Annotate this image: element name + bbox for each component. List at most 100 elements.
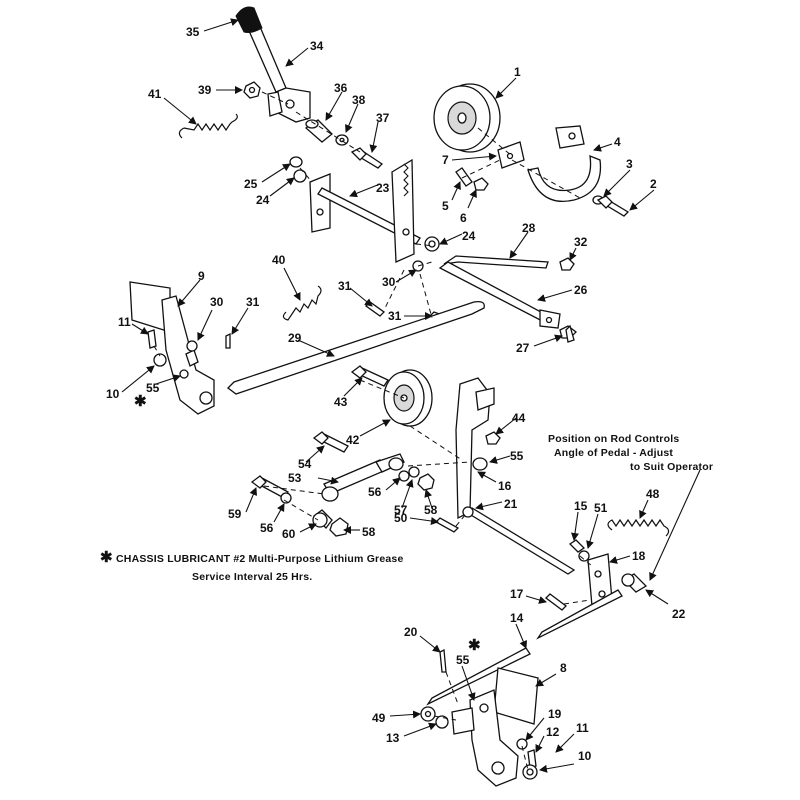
pulley-1 [433,83,501,153]
callout-22: 22 [672,607,686,621]
pin-50 [434,517,460,533]
callout-55-left: 55 [146,381,160,395]
callout-26: 26 [574,283,588,297]
callout-23: 23 [376,181,390,195]
callout-15: 15 [574,499,588,513]
callout-8: 8 [560,661,567,675]
bolt-54 [312,431,349,453]
adjuster-22 [621,573,648,593]
assembly-lines [153,91,593,771]
pin-15 [568,539,586,553]
washer-30-left [186,340,198,352]
callout-55-right: 55 [456,653,470,667]
callout-25: 25 [244,177,258,191]
lube-marker-left-icon: ✱ [134,393,147,410]
callout-21: 21 [504,497,518,511]
pin-31-a [364,301,386,317]
callout-59: 59 [228,507,242,521]
bolt-2 [596,195,630,217]
lube-asterisk-icon: ✱ [100,549,113,566]
callout-56-lower: 56 [260,521,274,535]
nut-44 [485,431,501,445]
bracket-16 [455,377,495,520]
spring-40 [282,285,322,321]
washer-56-upper [398,470,410,482]
callout-38: 38 [352,93,366,107]
leader-lines [121,18,701,773]
callout-28: 28 [522,221,536,235]
callout-58-lower: 58 [362,525,376,539]
nut-58-lower [329,517,349,537]
rod-29 [227,300,485,395]
nut-58-upper [417,473,435,491]
callout-60: 60 [282,527,296,541]
callout-27: 27 [516,341,530,355]
adjust-note-line1: Position on Rod Controls [548,433,679,445]
callout-16: 16 [498,479,512,493]
washer-56-lower [280,492,292,504]
fitting-55-mid [472,457,488,471]
callout-19: 19 [548,707,562,721]
callout-32: 32 [574,235,588,249]
callout-2: 2 [650,177,657,191]
bracket-7 [497,141,525,169]
callout-58-upper: 58 [424,503,438,517]
washer-57 [408,466,420,478]
nut-6 [473,177,489,191]
callout-41: 41 [148,87,162,101]
nut-39 [243,81,261,99]
callout-55-mid: 55 [510,449,524,463]
callout-3: 3 [626,157,633,171]
bushing-36 [304,119,333,143]
callout-56-upper: 56 [368,485,382,499]
screw-11-left [147,329,157,349]
spring-48 [607,518,670,537]
callout-54: 54 [298,457,312,471]
callout-53: 53 [288,471,302,485]
bushing-24-upper [293,169,307,183]
washer-51 [578,550,590,562]
bushing-60 [312,509,333,529]
callout-9: 9 [198,269,205,283]
callout-4: 4 [614,135,621,149]
callout-48: 48 [646,487,660,501]
spring-41 [178,113,238,139]
fitting-55-right [479,703,489,713]
callout-31-top-right: 31 [388,309,402,323]
adjust-note-line3: to Suit Operator [630,461,713,473]
pin-17 [545,593,567,611]
callout-51: 51 [594,501,608,515]
washer-49 [420,706,436,722]
callout-31-left: 31 [246,295,260,309]
pin-20 [439,648,447,673]
callout-10-left: 10 [106,387,120,401]
lube-note-line1: CHASSIS LUBRICANT #2 Multi-Purpose Lithi… [116,553,404,565]
washer-38 [335,134,349,146]
callout-17: 17 [510,587,524,601]
linkage-26 [438,261,561,329]
lube-note-line2: Service Interval 25 Hrs. [192,571,312,583]
bushing-24-lower [424,236,440,252]
callout-42: 42 [346,433,360,447]
callout-36: 36 [334,81,348,95]
bushing-10-right [522,764,538,780]
cross-shaft-23 [309,158,421,263]
rod-21 [462,506,576,575]
adjust-note-line2: Angle of Pedal - Adjust [554,447,673,459]
bolt-59 [250,475,289,499]
pedal-9 [129,281,215,415]
nut-32 [559,257,575,271]
bolt-27 [559,324,577,343]
callout-49: 49 [372,711,386,725]
callout-7: 7 [442,153,449,167]
hand-lever [235,6,311,123]
notes: Position on Rod Controls Angle of Pedal … [100,393,713,654]
callout-57: 57 [394,503,408,517]
pin-31-left [225,332,231,349]
washer-19 [516,738,528,750]
callout-1: 1 [514,65,521,79]
callout-30-left: 30 [210,295,224,309]
bolt-37 [350,147,384,169]
pulley-42 [383,369,433,427]
